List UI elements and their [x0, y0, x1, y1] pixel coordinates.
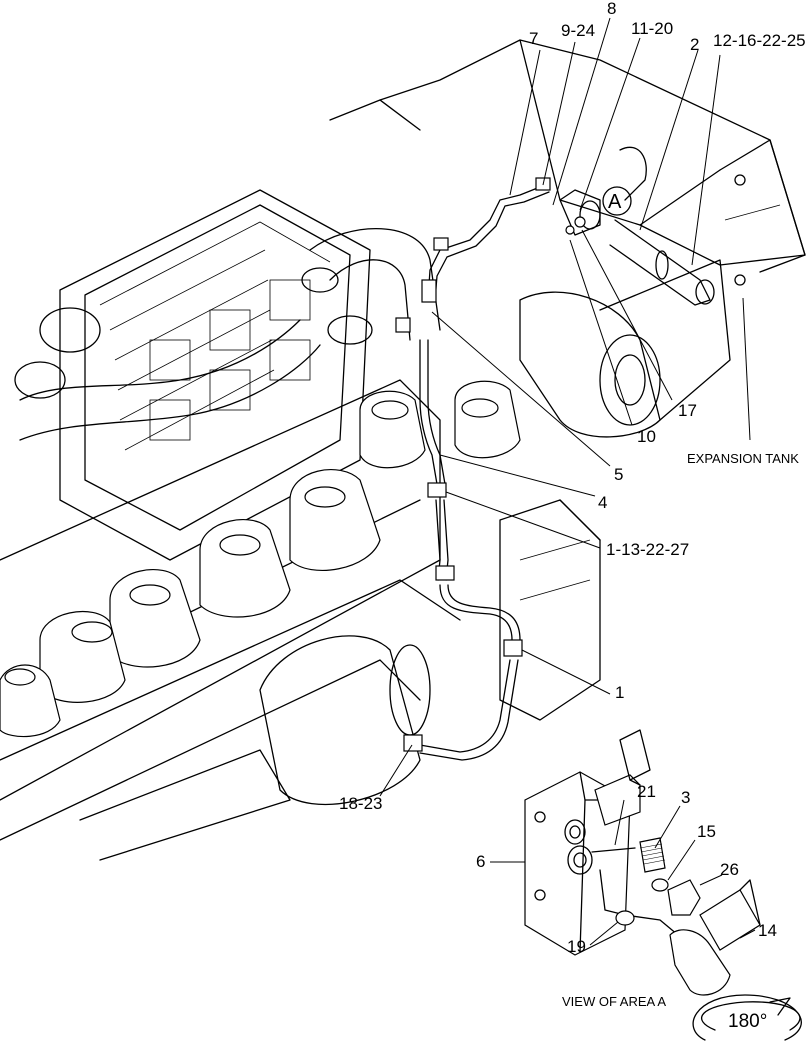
callout-26: 26	[720, 860, 739, 879]
vent-line	[419, 184, 550, 761]
callout-8: 8	[607, 0, 617, 18]
detail-view-a	[524, 729, 761, 996]
callout-1-13-22-27: 1-13-22-27	[606, 540, 690, 559]
callout-3: 3	[681, 788, 691, 807]
cylinder-bank	[0, 379, 521, 841]
leader-lines	[379, 17, 756, 946]
intake-piping	[14, 227, 441, 441]
expansion-tank-label: EXPANSION TANK	[687, 451, 799, 466]
callout-19: 19	[567, 937, 586, 956]
expansion-tank	[329, 39, 806, 286]
callout-12-16-22-25: 12-16-22-25	[713, 31, 806, 50]
callout-4: 4	[598, 493, 608, 512]
detail-label-a: A	[608, 191, 622, 213]
callout-10: 10	[637, 427, 656, 446]
callout-7: 7	[529, 29, 539, 48]
callout-6: 6	[476, 852, 486, 871]
callout-1: 1	[615, 683, 625, 702]
callout-21: 21	[637, 782, 656, 801]
callout-2: 2	[690, 35, 700, 54]
rotation-label: 180°	[728, 1011, 768, 1032]
callout-17: 17	[678, 401, 697, 420]
callout-15: 15	[697, 822, 716, 841]
callout-18-23: 18-23	[339, 794, 383, 813]
callout-5: 5	[614, 465, 624, 484]
water-pump-housing	[499, 259, 731, 721]
callout-14: 14	[758, 921, 777, 940]
callout-11-20: 11-20	[631, 19, 674, 38]
detail-a-marker	[602, 186, 632, 216]
callout-9-24: 9-24	[561, 21, 596, 40]
oil-cooler	[79, 635, 431, 861]
vent-line-clips	[395, 177, 551, 752]
rotation-arrow-icon	[692, 994, 802, 1041]
aftercooler-block	[59, 189, 371, 561]
view-of-area-label: VIEW OF AREA A	[562, 994, 667, 1009]
area-a-fitting	[559, 146, 715, 306]
